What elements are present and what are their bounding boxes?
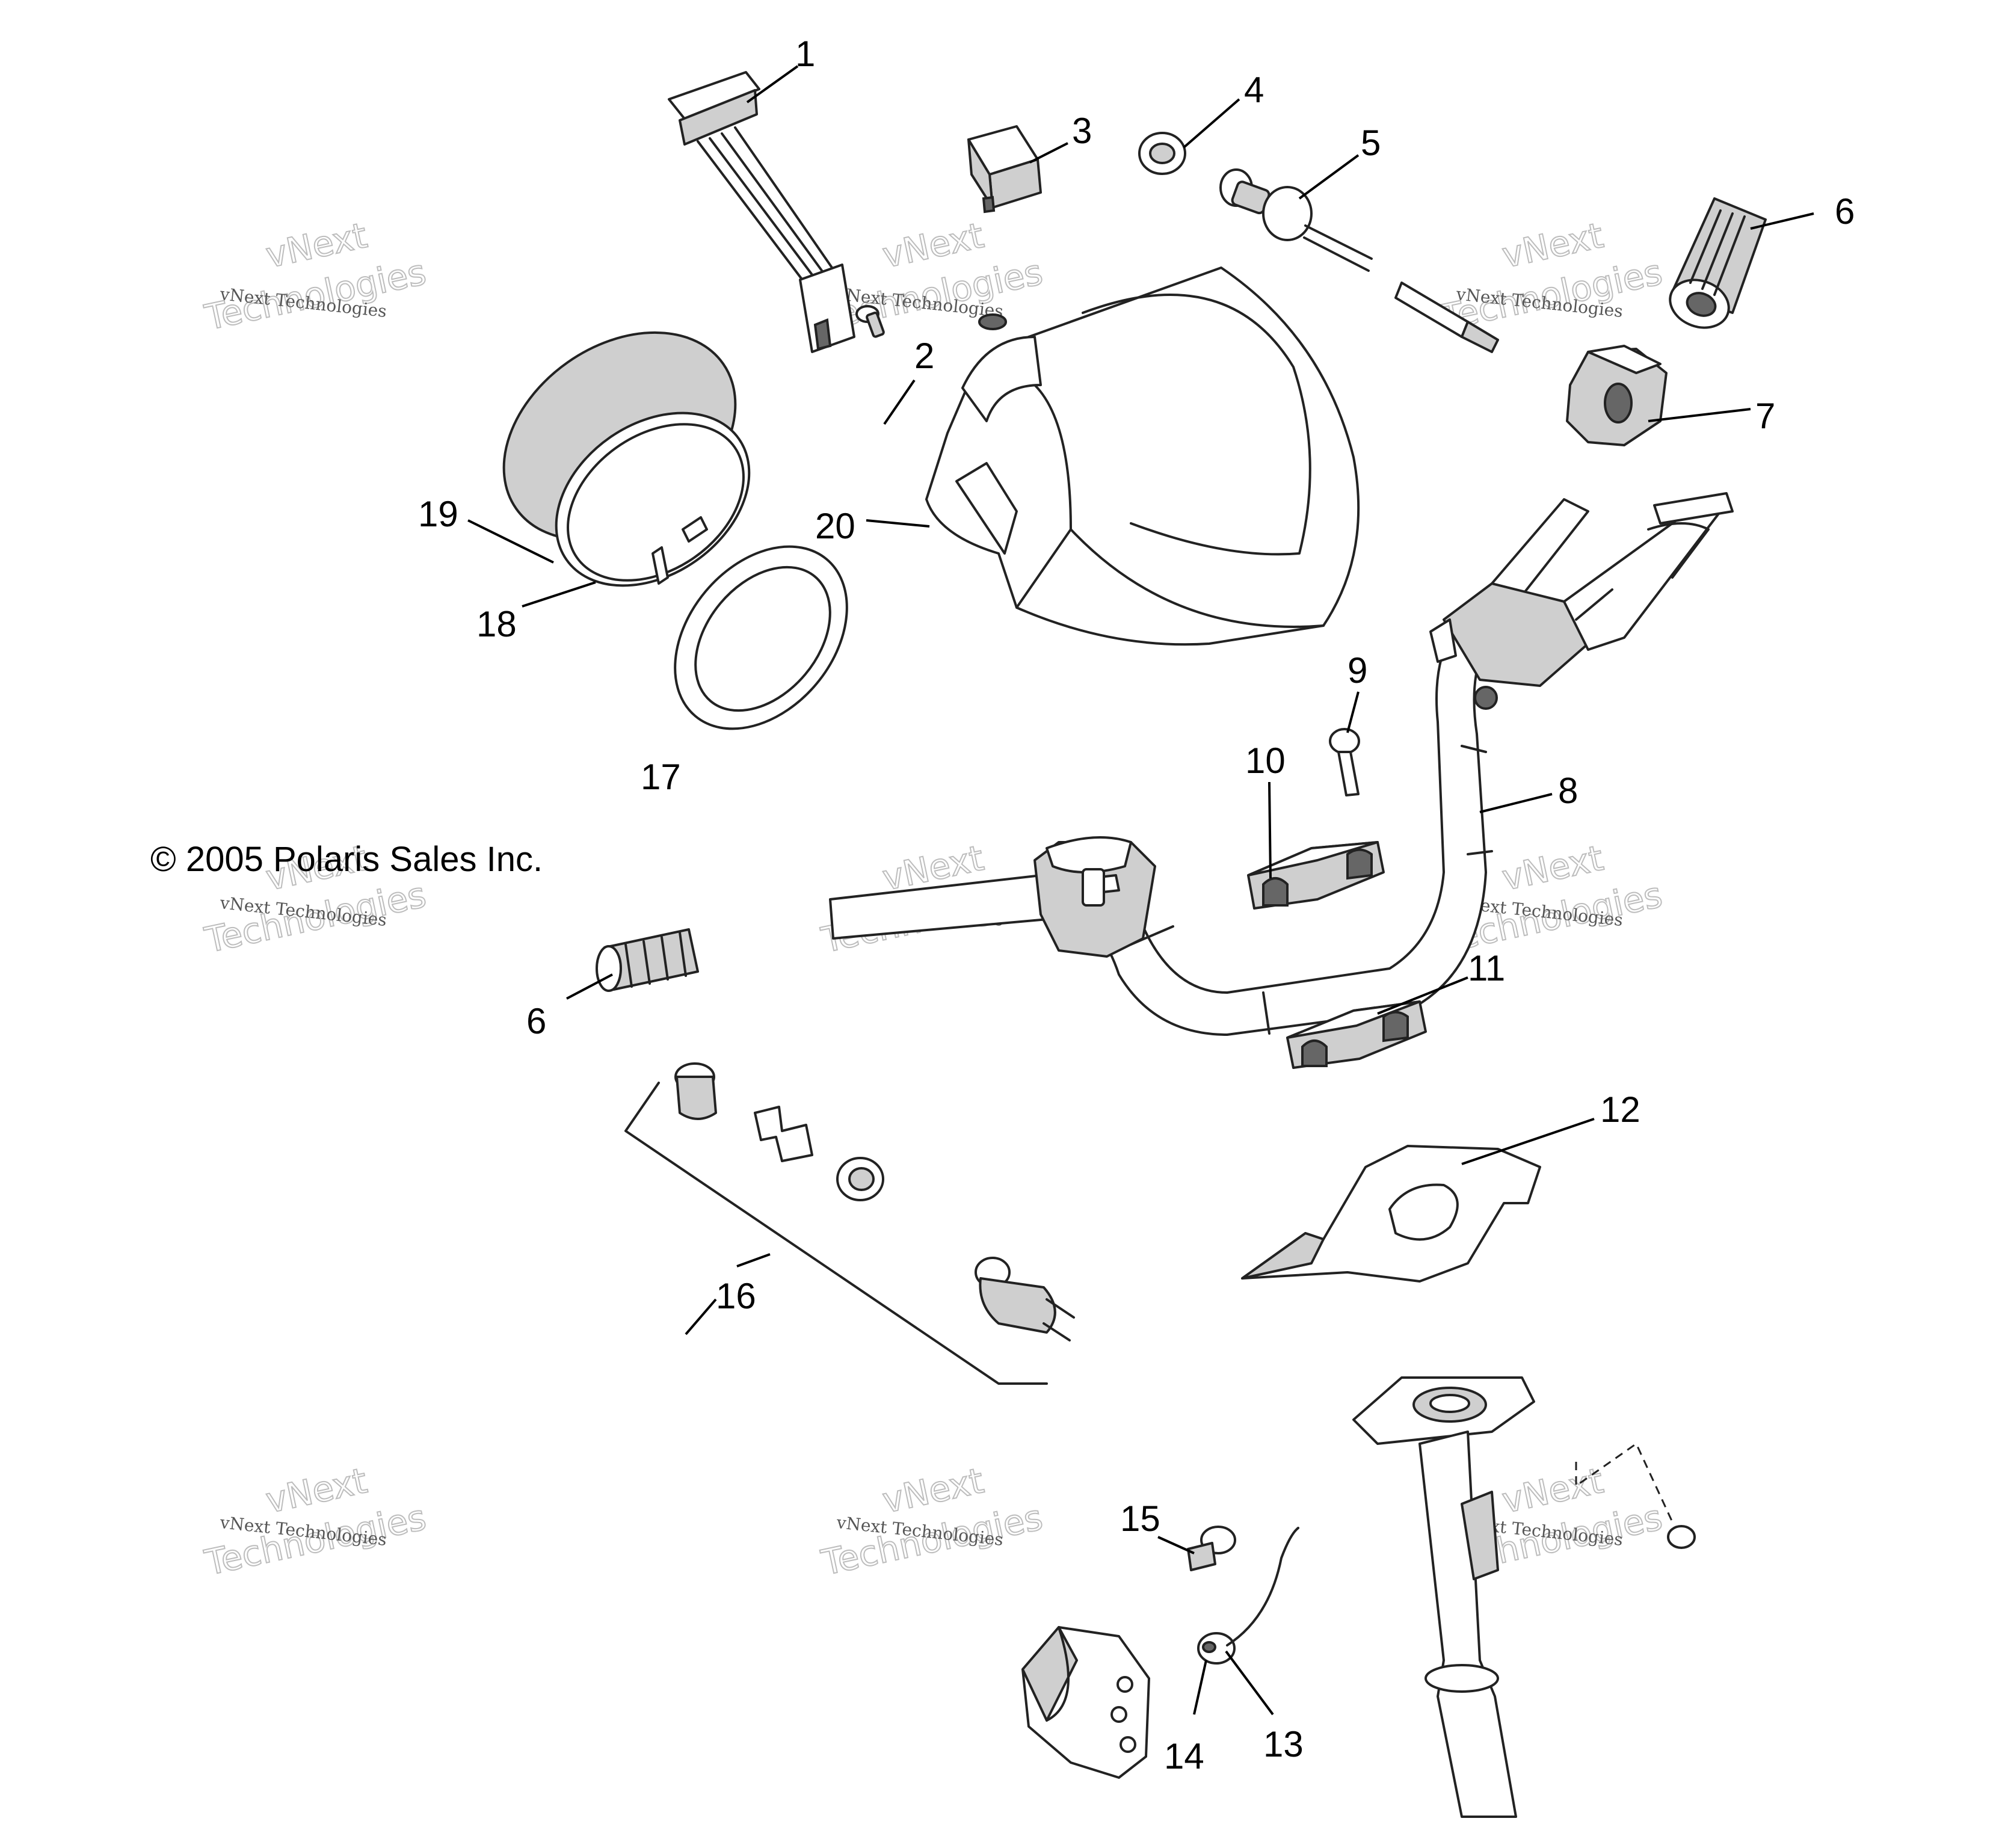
part-bracket <box>1021 1626 1150 1779</box>
part-8-handlebar <box>829 492 1734 1036</box>
part-12-mounting-plate <box>1241 1145 1541 1283</box>
callout-13: 13 <box>1263 1724 1304 1764</box>
part-20-cowl <box>925 266 1360 646</box>
part-17-bezel-ring <box>674 545 848 730</box>
callout-2: 2 <box>914 336 934 376</box>
callout-10: 10 <box>1245 741 1286 781</box>
part-16-key-kit <box>624 1062 1075 1385</box>
leader-lines <box>467 65 1814 1716</box>
callout-6-bottom: 6 <box>526 1001 546 1041</box>
callout-14: 14 <box>1164 1736 1204 1776</box>
callout-4: 4 <box>1244 70 1264 110</box>
part-15-bolt <box>1187 1526 1236 1571</box>
callout-19: 19 <box>418 494 458 534</box>
watermark: vNext Technologies <box>200 214 430 339</box>
part-9-bolt <box>1329 728 1360 796</box>
part-13-sensor <box>1197 1527 1299 1665</box>
callout-6-top: 6 <box>1835 191 1855 232</box>
part-10-clamp-upper <box>1247 841 1385 910</box>
part-6-grip-right <box>1669 197 1767 329</box>
callout-9: 9 <box>1348 650 1367 691</box>
callout-5: 5 <box>1361 123 1381 163</box>
part-7-switch-housing <box>1566 345 1668 446</box>
callout-1: 1 <box>795 34 815 74</box>
callout-11: 11 <box>1468 948 1505 988</box>
part-5-ignition-switch <box>1219 168 1499 353</box>
callout-20: 20 <box>815 506 855 546</box>
callout-7: 7 <box>1755 396 1775 436</box>
callout-15: 15 <box>1120 1498 1160 1539</box>
part-1-wiring-harness <box>668 71 855 353</box>
part-2-screw <box>855 305 885 338</box>
copyright-text: © 2005 Polaris Sales Inc. <box>150 840 543 879</box>
callout-8: 8 <box>1558 771 1578 811</box>
part-steering-post <box>1352 1376 1696 1818</box>
callout-17: 17 <box>641 757 681 797</box>
callout-18: 18 <box>476 604 517 644</box>
callout-16: 16 <box>716 1276 756 1316</box>
part-4-nut <box>1138 132 1186 175</box>
part-19-gauge <box>502 331 751 587</box>
part-6-grip-left <box>596 928 699 992</box>
part-3-switch <box>967 125 1042 214</box>
callout-3: 3 <box>1072 111 1092 151</box>
callout-12: 12 <box>1600 1089 1640 1130</box>
callouts: 1 2 3 4 5 6 7 8 9 10 6 11 12 13 14 15 16… <box>418 34 1855 1776</box>
